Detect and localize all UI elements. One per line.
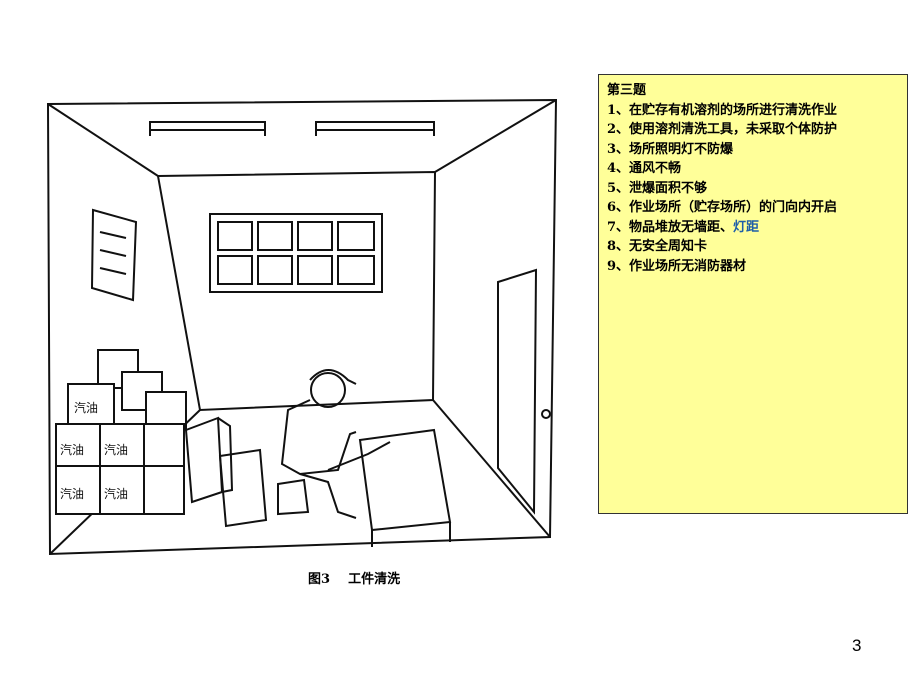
petrol-container-stack <box>55 349 187 515</box>
container-label: 汽油 <box>74 400 98 415</box>
window <box>209 213 383 293</box>
container-label: 汽油 <box>104 442 128 457</box>
answer-note-box: 第三题 1、在贮存有机溶剂的场所进行清洗作业 2、使用溶剂清洗工具，未采取个体防… <box>598 74 908 514</box>
ceiling-lamp-left <box>149 121 266 131</box>
note-item-7-highlight: 灯距 <box>733 219 760 235</box>
note-item-7: 7、物品堆放无墙距、灯距 <box>607 218 899 238</box>
note-item: 4、通风不畅 <box>607 161 682 176</box>
notice-board <box>90 208 138 302</box>
workshop-illustration: 汽油 汽油 汽油 汽油 汽油 <box>46 98 558 556</box>
jerry-can <box>184 416 224 504</box>
note-item: 8、无安全周知卡 <box>607 239 708 254</box>
fuel-can <box>218 448 268 528</box>
page-number: 3 <box>852 636 862 655</box>
note-item: 6、作业场所（贮存场所）的门向内开启 <box>607 200 838 215</box>
note-item-7-prefix: 7、物品堆放无墙距、 <box>607 219 734 235</box>
note-item: 5、泄爆面积不够 <box>607 180 708 196</box>
note-item: 2、使用溶剂清洗工具，未采取个体防护 <box>607 122 838 137</box>
work-table <box>358 428 452 532</box>
note-item: 9、作业场所无消防器材 <box>607 258 747 274</box>
container-label: 汽油 <box>60 486 84 501</box>
note-item: 3、场所照明灯不防爆 <box>607 141 734 157</box>
figure-caption: 图3 工件清洗 <box>308 572 401 587</box>
worker-figure <box>277 369 391 519</box>
note-item: 1、在贮存有机溶剂的场所进行清洗作业 <box>607 102 838 118</box>
container-label: 汽油 <box>60 442 84 457</box>
door <box>497 268 538 515</box>
note-title: 第三题 <box>607 83 647 98</box>
ceiling-lamp-right <box>315 121 435 131</box>
container-label: 汽油 <box>104 486 128 501</box>
